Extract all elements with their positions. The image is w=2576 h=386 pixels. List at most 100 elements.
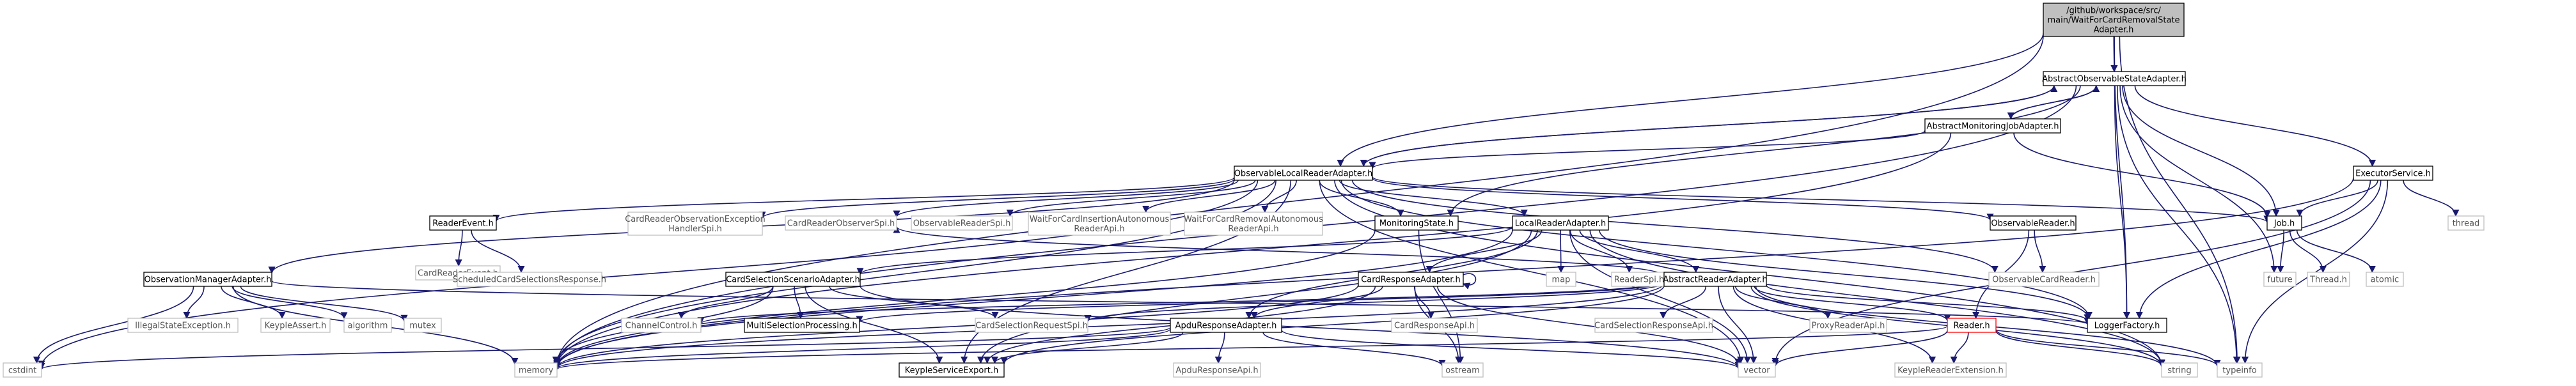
node-box[interactable] [514, 362, 558, 378]
node-string[interactable]: string [2161, 362, 2198, 378]
node-box[interactable] [2366, 272, 2404, 287]
node-box[interactable] [975, 318, 1088, 333]
node-WaitForCardInsertionAutonomousReaderApi[interactable]: WaitForCardInsertionAutonomousReaderApi.… [1028, 212, 1171, 236]
node-box[interactable] [2217, 362, 2263, 378]
node-CardSelectionRequestSpi[interactable]: CardSelectionRequestSpi.h [975, 318, 1088, 333]
node-box[interactable] [1990, 215, 2077, 231]
node-KeypleReaderExtension[interactable]: KeypleReaderExtension.h [1894, 362, 2007, 378]
node-atomic[interactable]: atomic [2366, 272, 2404, 287]
node-Thread[interactable]: Thread.h [2307, 272, 2350, 287]
node-MonitoringState[interactable]: MonitoringState.h [1374, 215, 1459, 231]
node-box[interactable] [404, 318, 442, 333]
node-box[interactable] [911, 215, 1013, 231]
node-box[interactable] [1358, 272, 1464, 287]
node-box[interactable] [1894, 362, 2007, 378]
node-IllegalStateException[interactable]: IllegalStateException.h [127, 318, 239, 333]
node-box[interactable] [627, 212, 763, 236]
node-CardSelectionResponseApi[interactable]: CardSelectionResponseApi.h [1594, 318, 1713, 333]
node-ObservableReader[interactable]: ObservableReader.h [1990, 215, 2077, 231]
node-box[interactable] [343, 318, 392, 333]
node-KeypleServiceExport[interactable]: KeypleServiceExport.h [899, 362, 1005, 378]
node-label: ObservableCardReader.h [1992, 275, 2096, 285]
node-box[interactable] [1170, 318, 1282, 333]
node-ObservableCardReader[interactable]: ObservableCardReader.h [1988, 272, 2100, 287]
node-box[interactable] [2447, 215, 2485, 231]
node-KeypleAssert[interactable]: KeypleAssert.h [260, 318, 331, 333]
node-box[interactable] [143, 272, 272, 287]
node-ostream[interactable]: ostream [1441, 362, 1484, 378]
node-map[interactable]: map [1546, 272, 1576, 287]
node-box[interactable] [1391, 318, 1478, 333]
node-CardResponseAdapter[interactable]: CardResponseAdapter.h [1358, 272, 1464, 287]
node-label: thread [2453, 219, 2480, 229]
node-ObservableReaderSpi[interactable]: ObservableReaderSpi.h [911, 215, 1013, 231]
node-typeinfo[interactable]: typeinfo [2217, 362, 2263, 378]
node-box[interactable] [429, 215, 497, 231]
node-box[interactable] [1512, 215, 1609, 231]
node-box[interactable] [621, 318, 702, 333]
node-ObservableLocalReaderAdapter[interactable]: ObservableLocalReaderAdapter.h [1234, 166, 1373, 181]
node-box[interactable] [744, 318, 860, 333]
node-box[interactable] [1546, 272, 1576, 287]
node-AbstractObservableStateAdapter[interactable]: AbstractObservableStateAdapter.h [2042, 71, 2187, 86]
node-ApduResponseApi[interactable]: ApduResponseApi.h [1173, 362, 1261, 378]
node-box[interactable] [785, 215, 897, 231]
node-MultiSelectionProcessing[interactable]: MultiSelectionProcessing.h [744, 318, 860, 333]
node-CardResponseApi[interactable]: CardResponseApi.h [1391, 318, 1478, 333]
node-vector[interactable]: vector [1738, 362, 1776, 378]
node-box[interactable] [2043, 71, 2186, 86]
node-label: MultiSelectionProcessing.h [746, 321, 857, 331]
node-box[interactable] [1924, 118, 2061, 134]
node-LoggerFactory[interactable]: LoggerFactory.h [2087, 318, 2167, 333]
node-algorithm[interactable]: algorithm [343, 318, 392, 333]
node-ReaderSpi[interactable]: ReaderSpi.h [1611, 272, 1667, 287]
node-box[interactable] [1809, 318, 1887, 333]
node-box[interactable] [899, 362, 1005, 378]
node-thread[interactable]: thread [2447, 215, 2485, 231]
node-ExecutorService[interactable]: ExecutorService.h [2353, 166, 2433, 181]
node-mutex[interactable]: mutex [404, 318, 442, 333]
node-box[interactable] [2087, 318, 2167, 333]
node-Reader[interactable]: Reader.h [1947, 318, 1997, 333]
node-box[interactable] [260, 318, 331, 333]
node-CardSelectionScenarioAdapter[interactable]: CardSelectionScenarioAdapter.h [725, 272, 861, 287]
node-box[interactable] [1663, 272, 1767, 287]
node-memory[interactable]: memory [514, 362, 558, 378]
node-LocalReaderAdapter[interactable]: LocalReaderAdapter.h [1512, 215, 1609, 231]
node-ApduResponseAdapter[interactable]: ApduResponseAdapter.h [1170, 318, 1282, 333]
node-AbstractReaderAdapter[interactable]: AbstractReaderAdapter.h [1663, 272, 1768, 287]
node-ObservationManagerAdapter[interactable]: ObservationManagerAdapter.h [143, 272, 272, 287]
node-ChannelControl[interactable]: ChannelControl.h [621, 318, 702, 333]
node-box[interactable] [1028, 212, 1171, 236]
node-box[interactable] [1441, 362, 1484, 378]
node-box[interactable] [1184, 212, 1323, 236]
node-box[interactable] [1173, 362, 1261, 378]
node-box[interactable] [1988, 272, 2100, 287]
node-ReaderEvent[interactable]: ReaderEvent.h [429, 215, 497, 231]
node-Job[interactable]: Job.h [2266, 215, 2302, 231]
node-root[interactable]: /github/workspace/src/main/WaitForCardRe… [2043, 3, 2185, 37]
node-future[interactable]: future [2263, 272, 2297, 287]
node-CardReaderObservationExceptionHandlerSpi[interactable]: CardReaderObservationExceptionHandlerSpi… [625, 212, 766, 236]
node-box[interactable] [1374, 215, 1459, 231]
node-box[interactable] [2263, 272, 2297, 287]
node-cstdint[interactable]: cstdint [3, 362, 42, 378]
node-box[interactable] [127, 318, 239, 333]
node-box[interactable] [457, 272, 602, 287]
node-box[interactable] [1234, 166, 1373, 181]
node-AbstractMonitoringJobAdapter[interactable]: AbstractMonitoringJobAdapter.h [1924, 118, 2061, 134]
node-box[interactable] [1738, 362, 1776, 378]
node-box[interactable] [3, 362, 42, 378]
node-CardReaderObserverSpi[interactable]: CardReaderObserverSpi.h [785, 215, 897, 231]
node-box[interactable] [1594, 318, 1713, 333]
node-box[interactable] [1947, 318, 1997, 333]
node-ScheduledCardSelectionsResponse[interactable]: ScheduledCardSelectionsResponse.h [453, 272, 606, 287]
node-box[interactable] [2266, 215, 2302, 231]
node-box[interactable] [725, 272, 861, 287]
node-box[interactable] [2043, 3, 2185, 37]
node-box[interactable] [2353, 166, 2433, 181]
node-box[interactable] [2161, 362, 2198, 378]
node-ProxyReaderApi[interactable]: ProxyReaderApi.h [1809, 318, 1887, 333]
node-box[interactable] [2307, 272, 2350, 287]
